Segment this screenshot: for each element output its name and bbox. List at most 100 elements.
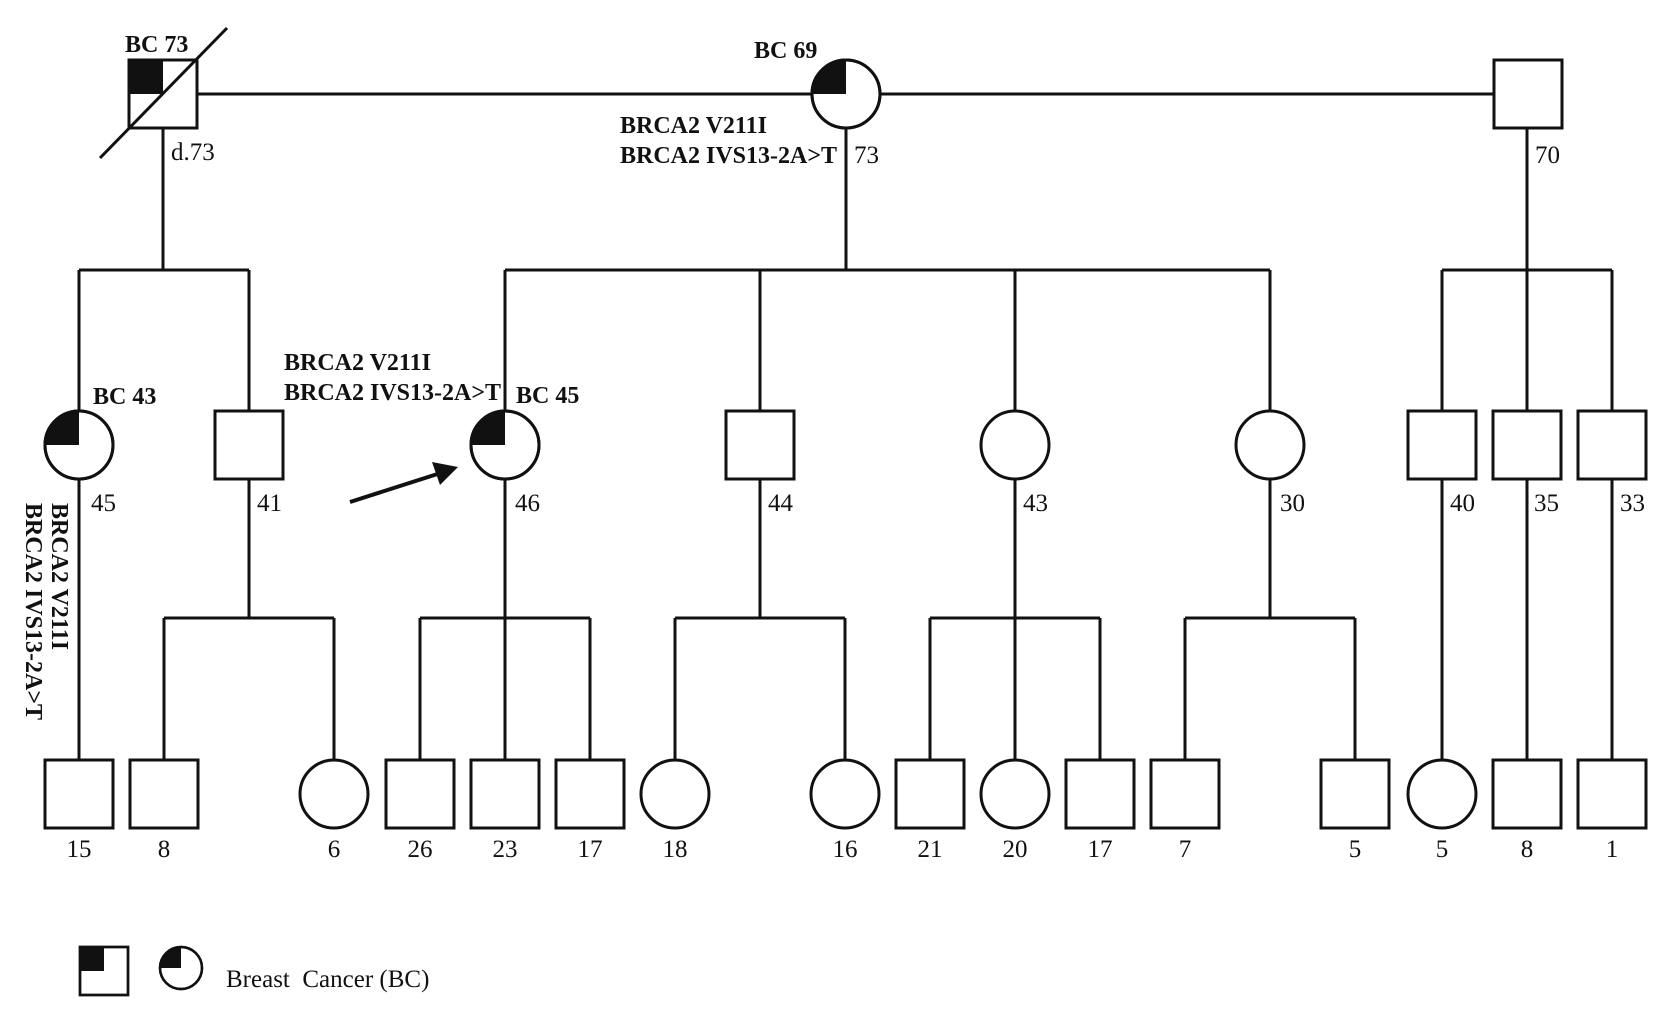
half-son-33: 33: [1576, 409, 1648, 517]
mutation-label-2: BRCA2 IVS13-2A>T: [620, 143, 837, 169]
male-symbol: [1064, 758, 1136, 830]
affected-quadrant: [812, 60, 846, 94]
age-label: 44: [768, 490, 794, 517]
gen3-person: 17: [554, 758, 626, 863]
aunt: BC 43 45 BRCA2 V211I BRCA2 IVS13-2A>T: [20, 384, 156, 720]
age-label: 16: [833, 836, 858, 863]
age-label: 1: [1606, 836, 1619, 863]
age-label: 45: [91, 490, 116, 517]
gen3-person: 21: [894, 758, 966, 863]
daughter-43: 43: [979, 409, 1051, 517]
female-symbol: [979, 409, 1051, 481]
male-symbol: [1576, 758, 1648, 830]
uncle: 41: [213, 409, 285, 517]
affected-quadrant: [471, 411, 505, 445]
gen3-person: 5: [1406, 758, 1478, 863]
female-symbol: [979, 758, 1051, 830]
female-symbol-outline: [43, 409, 115, 481]
half-son-35: 35: [1491, 409, 1563, 517]
age-label: 43: [1023, 490, 1048, 517]
female-symbol-outline: [810, 58, 882, 130]
male-symbol: [1491, 409, 1563, 481]
proband: BRCA2 V211I BRCA2 IVS13-2A>T BC 45 46: [284, 350, 579, 517]
male-symbol-outline: [127, 58, 199, 130]
gen3-person: 20: [979, 758, 1051, 863]
gen3-person: 26: [384, 758, 456, 863]
age-label: 5: [1349, 836, 1362, 863]
gen3-person: 23: [469, 758, 541, 863]
legend-label: Breast Cancer (BC): [226, 966, 429, 993]
mutation-label-1: BRCA2 V211I: [46, 503, 72, 650]
age-label: 30: [1280, 490, 1305, 517]
gen3-person: 16: [809, 758, 881, 863]
grandmother: BC 69 BRCA2 V211I BRCA2 IVS13-2A>T 73: [620, 38, 882, 169]
age-label: 18: [663, 836, 688, 863]
age-label: 17: [1088, 836, 1113, 863]
male-symbol: [1491, 758, 1563, 830]
proband-arrow-icon: [349, 462, 458, 504]
age-label: 7: [1179, 836, 1192, 863]
legend-female-quadrant: [160, 947, 181, 968]
bc-label: BC 69: [754, 38, 817, 64]
male-symbol: [43, 758, 115, 830]
male-symbol: [1406, 409, 1478, 481]
legend: Breast Cancer (BC): [78, 945, 429, 997]
second-husband: 70: [1492, 58, 1564, 169]
female-symbol: [1406, 758, 1478, 830]
bc-label: BC 43: [93, 384, 156, 410]
male-symbol: [469, 758, 541, 830]
deceased-slash: [98, 26, 229, 160]
gen3-person: 17: [1064, 758, 1136, 863]
female-symbol-outline: [469, 409, 541, 481]
age-label: 26: [408, 836, 433, 863]
male-symbol: [128, 758, 200, 830]
gen3-person: 8: [1491, 758, 1563, 863]
male-symbol: [894, 758, 966, 830]
affected-quadrant: [129, 60, 163, 94]
gen3-person: 5: [1319, 758, 1391, 863]
half-son-40: 40: [1406, 409, 1478, 517]
age-label: 23: [493, 836, 518, 863]
age-label: 6: [328, 836, 341, 863]
relationship-lines: [77, 92, 1614, 760]
mutation-label-2: BRCA2 IVS13-2A>T: [20, 503, 46, 720]
affected-quadrant: [45, 411, 79, 445]
female-symbol: [809, 758, 881, 830]
son-44: 44: [724, 409, 796, 517]
age-label: 70: [1535, 142, 1560, 169]
age-label: d.73: [171, 139, 215, 166]
age-label: 8: [158, 836, 171, 863]
gen3-person: 18: [639, 758, 711, 863]
gen3-person: 1: [1576, 758, 1648, 863]
age-label: 5: [1436, 836, 1449, 863]
mutation-label-2: BRCA2 IVS13-2A>T: [284, 380, 501, 406]
age-label: 33: [1620, 490, 1645, 517]
age-label: 35: [1534, 490, 1559, 517]
age-label: 15: [67, 836, 92, 863]
grandfather: BC 73 d.73: [98, 26, 229, 166]
male-symbol: [1576, 409, 1648, 481]
male-symbol: [1319, 758, 1391, 830]
bc-label: BC 73: [125, 32, 188, 58]
female-symbol: [639, 758, 711, 830]
gen3-person: 7: [1149, 758, 1221, 863]
male-symbol: [724, 409, 796, 481]
age-label: 73: [854, 142, 879, 169]
bc-label: BC 45: [516, 383, 579, 409]
male-symbol: [554, 758, 626, 830]
male-symbol: [213, 409, 285, 481]
age-label: 17: [578, 836, 603, 863]
male-symbol: [1492, 58, 1564, 130]
age-label: 8: [1521, 836, 1534, 863]
age-label: 46: [515, 490, 540, 517]
generation-3: 15 8 6 26 23 17 18 16 21 20 17 7 5 5 8 1: [43, 758, 1648, 863]
aunt-mutation-labels: BRCA2 V211I BRCA2 IVS13-2A>T: [20, 503, 72, 720]
gen3-person: 15: [43, 758, 115, 863]
male-symbol: [1149, 758, 1221, 830]
gen3-person: 6: [298, 758, 370, 863]
age-label: 41: [257, 490, 282, 517]
female-symbol: [1234, 409, 1306, 481]
age-label: 21: [918, 836, 943, 863]
male-symbol: [384, 758, 456, 830]
